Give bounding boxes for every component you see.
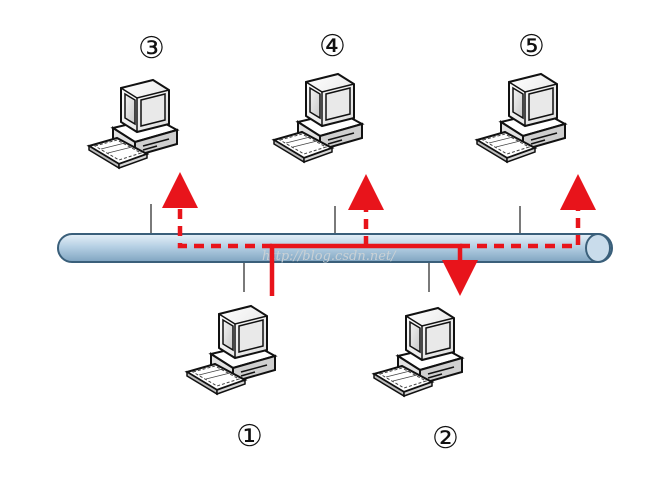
label-pc3: ③ (138, 31, 165, 66)
computer-2 (373, 307, 463, 397)
computer-5 (476, 73, 566, 163)
computer-3 (88, 79, 178, 169)
label-pc5: ⑤ (518, 29, 545, 64)
label-pc2: ② (432, 421, 459, 456)
computer-4 (273, 73, 363, 163)
computer-1 (186, 305, 276, 395)
label-pc1: ① (236, 419, 263, 454)
label-pc4: ④ (319, 29, 346, 64)
signal-path (162, 172, 596, 296)
signal-broadcast-right (460, 174, 596, 249)
signal-broadcast-left (162, 172, 272, 249)
watermark-text: http://blog.csdn.net/ (262, 249, 397, 264)
